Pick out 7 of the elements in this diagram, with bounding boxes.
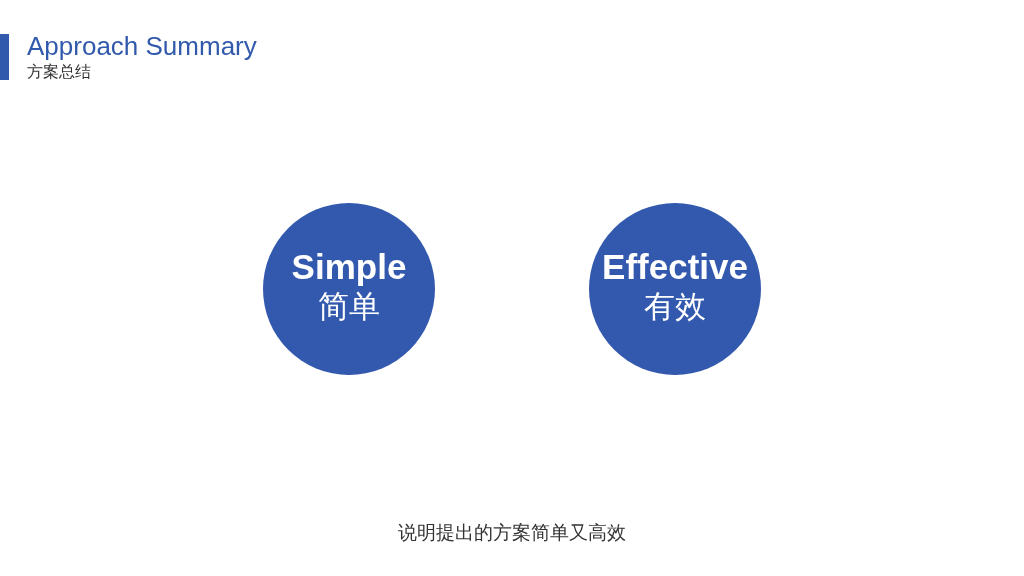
subtitle: 方案总结: [27, 62, 91, 82]
caption-text: 说明提出的方案简单又高效: [398, 522, 626, 543]
node-subtext: 有效: [644, 287, 706, 325]
slide-title: Approach Summary: [27, 31, 257, 63]
node-subtext: 简单: [318, 287, 380, 325]
node-heading: Simple: [291, 247, 407, 288]
node-heading: Effective: [602, 247, 748, 288]
